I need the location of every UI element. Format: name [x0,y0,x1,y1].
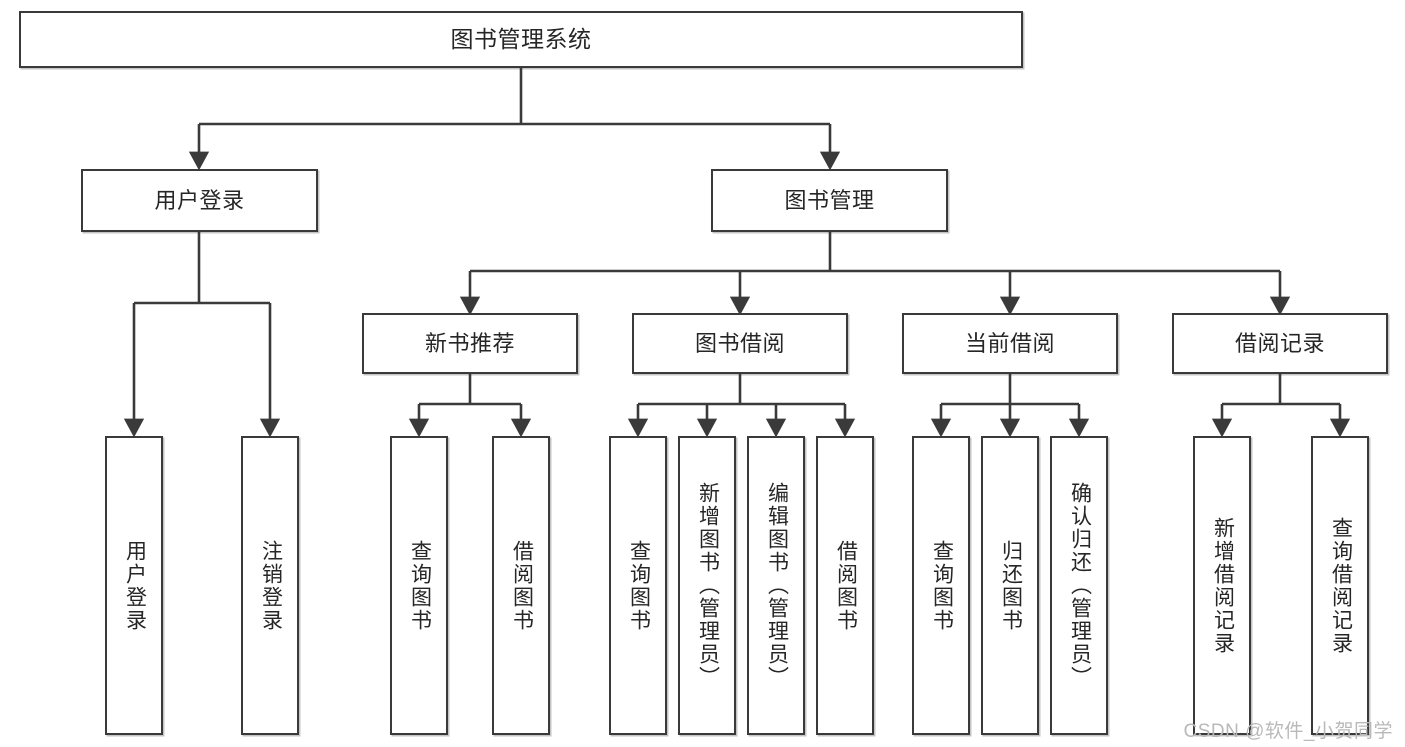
node-current-borrowing[interactable]: 当前借阅 [902,313,1118,374]
node-label: 图书借阅 [694,330,785,356]
node-label: 查询图书 [408,539,432,632]
node-label: 图书管理系统 [450,26,592,53]
node-label: 新增借阅记录 [1211,516,1235,655]
node-label: 当前借阅 [964,330,1055,356]
leaf-borrow-record-add-record[interactable]: 新增借阅记录 [1193,436,1251,735]
leaf-book-borrow-add-book-admin[interactable]: 新增图书（管理员） [678,436,736,735]
node-book-borrowing[interactable]: 图书借阅 [632,313,848,374]
node-label: 借阅图书 [834,539,858,632]
node-root-book-management-system[interactable]: 图书管理系统 [19,11,1023,68]
leaf-current-borrow-return-book[interactable]: 归还图书 [981,436,1039,735]
node-label: 借阅记录 [1234,330,1325,356]
node-label: 查询借阅记录 [1329,516,1353,655]
leaf-current-borrow-confirm-return-admin[interactable]: 确认归还（管理员） [1050,436,1108,735]
node-new-book-recommendation[interactable]: 新书推荐 [362,313,578,374]
connectors-root [188,68,841,171]
node-borrowing-record[interactable]: 借阅记录 [1172,313,1388,374]
node-label: 注销登录 [259,539,283,632]
node-label: 编辑图书（管理员） [765,482,789,689]
connectors-borrow-record [1211,374,1351,438]
leaf-book-borrow-borrow-book[interactable]: 借阅图书 [816,436,874,735]
node-label: 查询图书 [930,539,954,632]
node-book-management[interactable]: 图书管理 [711,169,948,232]
node-label: 借阅图书 [510,539,534,632]
node-label: 图书管理 [784,187,875,213]
leaf-user-login-login[interactable]: 用户登录 [105,436,163,735]
leaf-book-borrow-edit-book-admin[interactable]: 编辑图书（管理员） [747,436,805,735]
node-label: 查询图书 [627,539,651,632]
leaf-borrow-record-query-record[interactable]: 查询借阅记录 [1311,436,1369,735]
connectors-current-borrow [930,374,1090,438]
leaf-user-login-logout[interactable]: 注销登录 [241,436,299,735]
leaf-new-book-query-book[interactable]: 查询图书 [390,436,448,735]
node-label: 新书推荐 [424,330,515,356]
node-label: 用户登录 [154,187,245,213]
node-user-login[interactable]: 用户登录 [81,169,318,232]
node-label: 确认归还（管理员） [1068,482,1092,689]
node-label: 新增图书（管理员） [696,482,720,689]
leaf-book-borrow-query-book[interactable]: 查询图书 [609,436,667,735]
node-label: 归还图书 [999,539,1023,632]
connectors-new-book [408,374,532,438]
leaf-new-book-borrow-book[interactable]: 借阅图书 [492,436,550,735]
connectors-book-borrow [627,374,856,438]
connectors-book-manage [459,232,1291,316]
connectors-user-login [123,232,281,438]
node-label: 用户登录 [123,539,147,632]
leaf-current-borrow-query-book[interactable]: 查询图书 [912,436,970,735]
